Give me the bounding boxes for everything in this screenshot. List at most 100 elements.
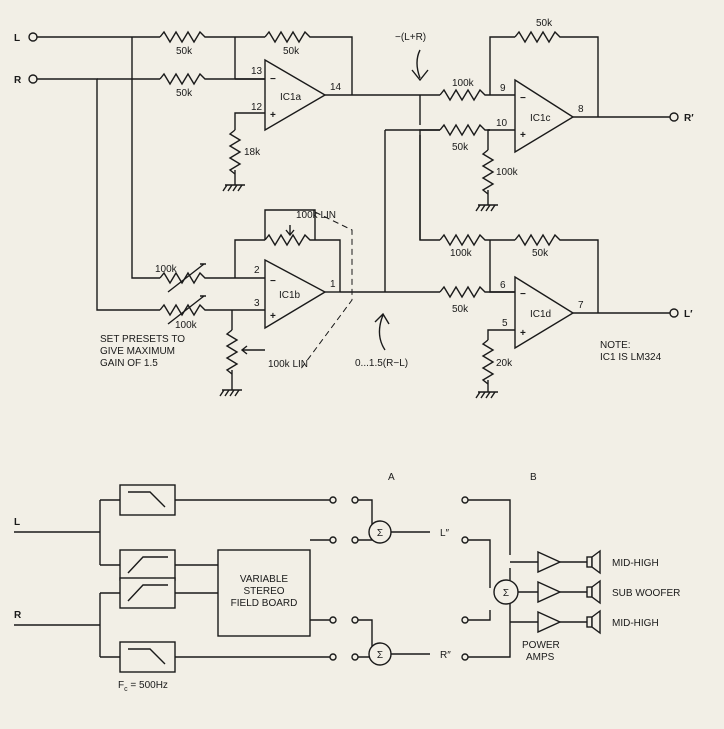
gang-dashed-line xyxy=(299,211,353,371)
speaker-mid-high-top-label: MID-HIGH xyxy=(612,558,659,569)
pin-5: 5 xyxy=(502,318,508,329)
resistor-50k-ic1d-in-label: 50k xyxy=(452,304,469,315)
power-amp-mid-high-bottom xyxy=(537,610,562,634)
output-l-prime-label: L′ xyxy=(684,309,693,320)
fc-label: Fc = 500Hz xyxy=(118,680,168,693)
input-r-label: R xyxy=(14,75,22,86)
resistor-50k-ic1c-plus-label: 50k xyxy=(452,142,469,153)
speaker-mid-high-bottom-label: MID-HIGH xyxy=(612,618,659,629)
ground-symbol-ic1a xyxy=(222,184,245,192)
presets-note-line1: SET PRESETS TO xyxy=(100,334,185,345)
resistor-preset-l xyxy=(159,263,210,293)
ground-symbol-ic1c xyxy=(475,204,498,212)
opamp-ic1c xyxy=(514,78,575,154)
top-wiring xyxy=(37,36,420,311)
board-label-line3: FIELD BOARD xyxy=(231,598,298,609)
resistor-18k xyxy=(228,129,242,175)
speaker-sub-label: SUB WOOFER xyxy=(612,588,680,599)
opamp-ic1d xyxy=(514,275,575,350)
resistor-r-50k xyxy=(159,72,210,86)
ic1d-label: IC1d xyxy=(530,309,551,320)
block-input-r-label: R xyxy=(14,610,22,621)
opamp-ic1a xyxy=(264,58,327,132)
summer-l-sigma: Σ xyxy=(377,528,383,539)
opamp-ic1b xyxy=(264,258,327,330)
ic1c-minus: − xyxy=(520,93,526,104)
pin-3: 3 xyxy=(254,298,260,309)
ic1d-minus: − xyxy=(520,289,526,300)
ic1b-label: IC1b xyxy=(279,290,301,301)
resistor-l-50k xyxy=(159,30,210,44)
resistor-preset-l-label: 100k xyxy=(155,264,178,275)
input-r-terminal xyxy=(28,74,38,84)
terminals-right xyxy=(461,496,469,661)
ground-symbol-ic1b xyxy=(219,389,242,397)
pot-feedback-100k-lin xyxy=(264,225,315,247)
highpass-filter-r xyxy=(119,641,176,673)
input-l-label: L xyxy=(14,33,20,44)
power-amps-label-line2: AMPS xyxy=(526,652,555,663)
speaker-sub-icon xyxy=(586,579,601,605)
power-amps-label-line1: POWER xyxy=(522,640,560,651)
ic1b-plus: + xyxy=(270,311,276,322)
note-line2: IC1 IS LM324 xyxy=(600,352,662,363)
section-b-label: B xyxy=(530,472,537,483)
pin-1: 1 xyxy=(330,279,336,290)
lowpass-filter-l xyxy=(119,549,176,581)
presets-note-line3: GAIN OF 1.5 xyxy=(100,358,158,369)
summer-l xyxy=(368,520,392,544)
speaker-mid-high-top-icon xyxy=(586,549,601,575)
resistor-50k-ic1c-fb-label: 50k xyxy=(536,18,553,29)
resistor-fb-50k xyxy=(264,30,315,44)
pin-10: 10 xyxy=(496,118,508,129)
block-wiring xyxy=(14,499,587,658)
power-amp-mid-high-top xyxy=(537,550,562,574)
pot-input-label: 100k LIN xyxy=(268,359,308,370)
resistor-100k-ic1c-in xyxy=(439,88,490,102)
resistor-100k-ic1c-gnd-label: 100k xyxy=(496,167,519,178)
speaker-mid-high-bottom-icon xyxy=(586,609,601,635)
diff-signal-label: 0...1.5(R−L) xyxy=(355,358,408,369)
resistor-100k-ic1c-gnd xyxy=(481,149,495,195)
resistor-100k-ic1d-in-label: 100k xyxy=(450,248,473,259)
output-r-prime-terminal xyxy=(669,112,679,122)
resistor-fb-50k-label: 50k xyxy=(283,46,300,57)
pin-9: 9 xyxy=(500,83,506,94)
presets-note-line2: GIVE MAXIMUM xyxy=(100,346,175,357)
sum-signal-label: −(L+R) xyxy=(395,32,426,43)
ground-symbol-ic1d xyxy=(475,391,498,399)
summer-r-sigma: Σ xyxy=(377,650,383,661)
resistor-preset-r-label: 100k xyxy=(175,320,198,331)
pin-7: 7 xyxy=(578,300,584,311)
resistor-50k-ic1d-in xyxy=(439,285,490,299)
resistor-50k-ic1c-fb xyxy=(514,30,565,44)
resistor-l-50k-label: 50k xyxy=(176,46,193,57)
lowpass-filter-r xyxy=(119,577,176,609)
right-wiring xyxy=(340,36,670,392)
pin-2: 2 xyxy=(254,265,260,276)
resistor-100k-ic1c-in-label: 100k xyxy=(452,78,475,89)
output-l-dbl-label: L″ xyxy=(440,528,450,539)
diff-signal-arrow xyxy=(374,312,390,351)
terminals-left xyxy=(329,496,359,661)
resistor-20k-label: 20k xyxy=(496,358,513,369)
resistor-20k xyxy=(481,339,495,385)
resistor-100k-ic1d-in xyxy=(439,233,490,247)
ic1b-minus: − xyxy=(270,276,276,287)
summer-r xyxy=(368,642,392,666)
resistor-50k-ic1d-fb-label: 50k xyxy=(532,248,549,259)
highpass-filter-l xyxy=(119,484,176,516)
resistor-r-50k-label: 50k xyxy=(176,88,193,99)
input-l-terminal xyxy=(28,32,38,42)
ic1c-label: IC1c xyxy=(530,113,551,124)
pin-12: 12 xyxy=(251,102,263,113)
section-a-label: A xyxy=(388,472,395,483)
pin-6: 6 xyxy=(500,280,506,291)
pot-feedback-label: 100k LIN xyxy=(296,210,336,221)
pin-13: 13 xyxy=(251,66,263,77)
ic1a-label: IC1a xyxy=(280,92,302,103)
pin-8: 8 xyxy=(578,104,584,115)
output-r-prime-label: R′ xyxy=(684,113,694,124)
board-label-line2: STEREO xyxy=(243,586,284,597)
